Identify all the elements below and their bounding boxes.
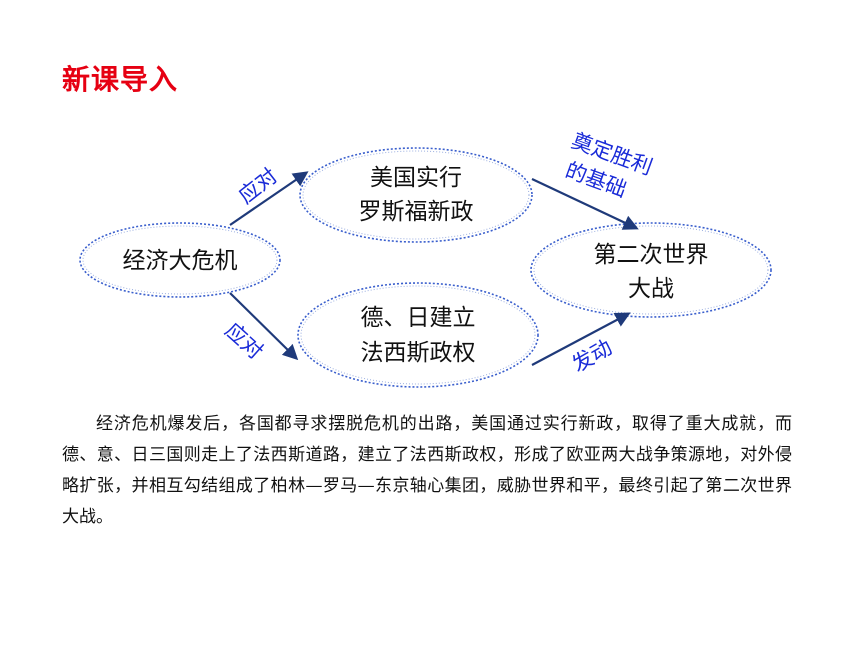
node-us-new-deal-inner-outline [302, 150, 530, 240]
node-economic-crisis-label: 经济大危机 [123, 248, 238, 274]
node-world-war-two-inner-outline [533, 225, 769, 315]
summary-paragraph: 经济危机爆发后，各国都寻求摆脱危机的出路，美国通过实行新政，取得了重大成就，而德… [62, 414, 792, 527]
node-fascist-regimes-outline [297, 282, 539, 388]
node-us-new-deal: 美国实行 罗斯福新政 [299, 147, 533, 243]
node-economic-crisis: 经济大危机 [79, 222, 281, 298]
node-economic-crisis-inner-outline [82, 225, 278, 295]
arrow-fascism-to-ww2 [531, 312, 631, 366]
arrow-crisis-to-us [229, 171, 309, 226]
node-us-new-deal-label-line1: 美国实行 [370, 165, 462, 191]
node-world-war-two: 第二次世界 大战 [530, 222, 772, 318]
node-fascist-regimes: 德、日建立 法西斯政权 [297, 282, 539, 388]
arrow-us-to-ww2 [531, 178, 639, 230]
node-us-new-deal-outline [299, 147, 533, 243]
causal-diagram: 经济大危机 美国实行 罗斯福新政 德、日建立 法西斯政权 第二次世界 大战 应对… [79, 128, 772, 388]
node-fascist-regimes-label-line1: 德、日建立 [361, 305, 476, 331]
node-us-new-deal-label-line2: 罗斯福新政 [359, 199, 474, 225]
node-world-war-two-outline [530, 222, 772, 318]
node-world-war-two-label-line1: 第二次世界 [594, 242, 709, 268]
node-world-war-two-label-line2: 大战 [628, 276, 674, 302]
node-economic-crisis-outline [79, 222, 281, 298]
slide-title: 新课导入 [62, 63, 179, 96]
edge-label-crisis-to-us: 应对 [234, 164, 282, 209]
edge-label-crisis-to-fascism: 应对 [220, 318, 267, 364]
arrow-crisis-to-fascism [229, 292, 299, 361]
node-fascist-regimes-inner-outline [300, 285, 536, 385]
node-fascist-regimes-label-line2: 法西斯政权 [361, 340, 476, 366]
